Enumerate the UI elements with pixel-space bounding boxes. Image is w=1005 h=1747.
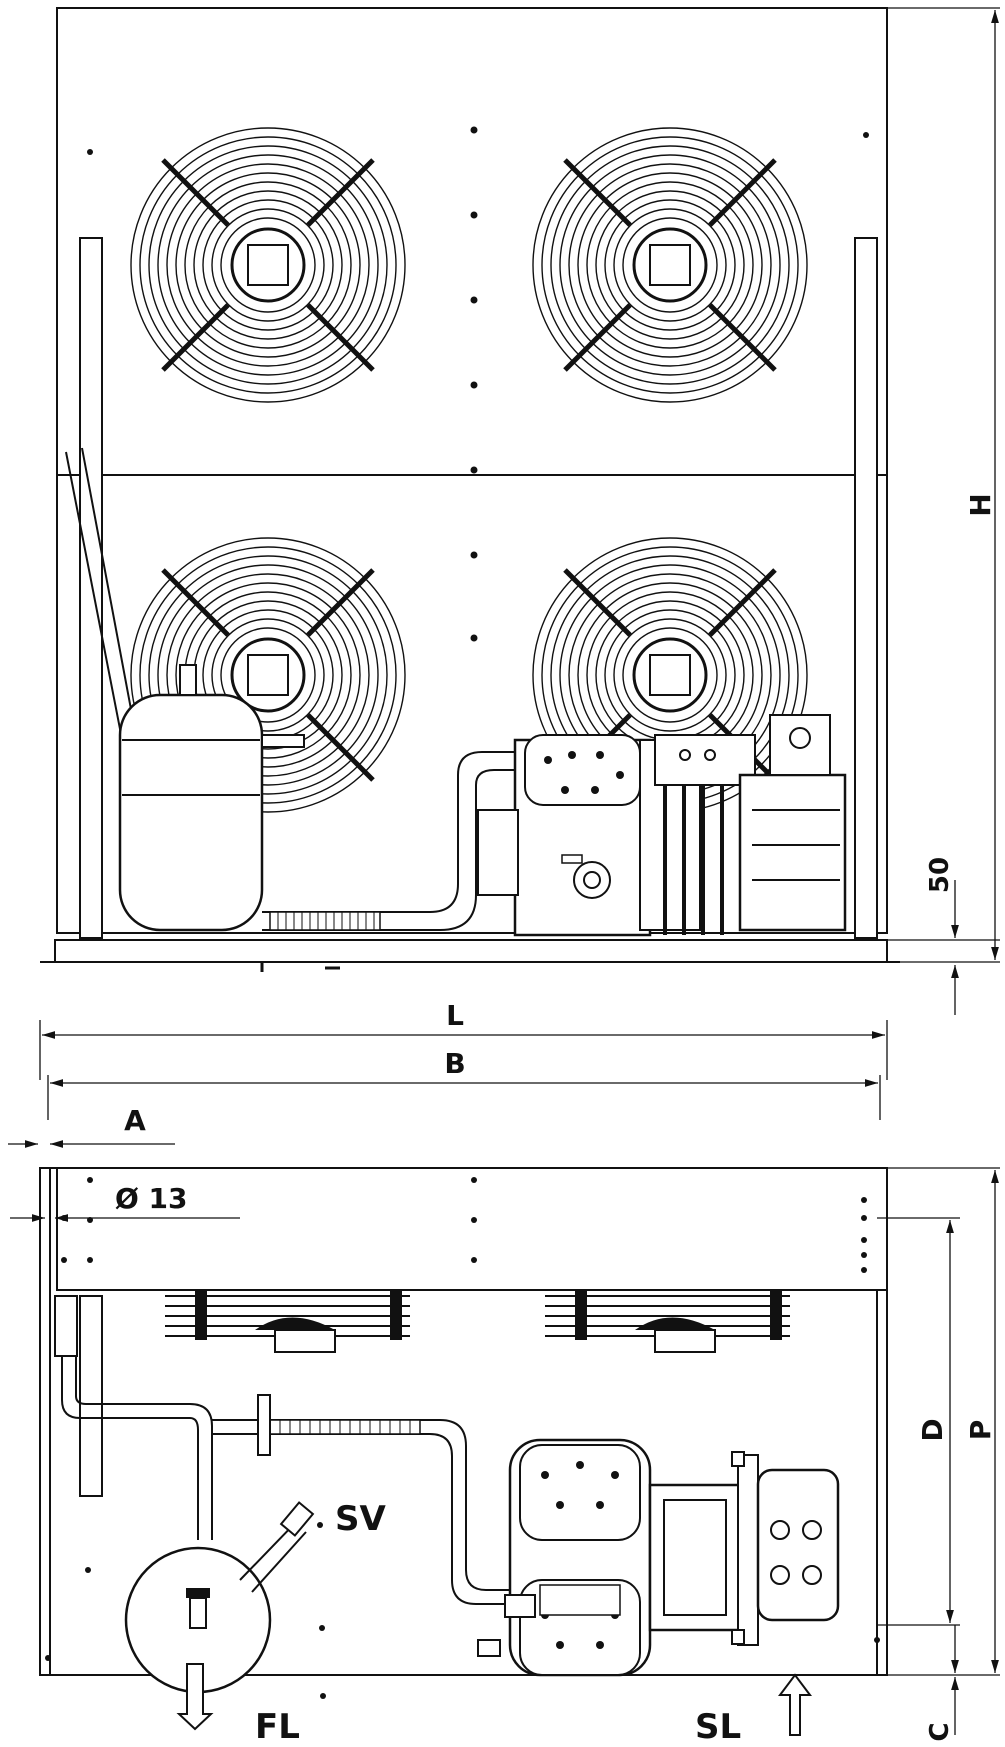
fan-top-view-left xyxy=(165,1290,410,1353)
sl-arrow-icon xyxy=(778,1673,812,1736)
label-sv: SV xyxy=(335,1499,386,1539)
label-l: L xyxy=(446,999,464,1032)
right-post xyxy=(854,237,878,939)
label-fl: FL xyxy=(255,1707,300,1747)
dimension-hole: Ø 13 xyxy=(10,1182,240,1222)
fan-top-left xyxy=(130,127,406,403)
label-a: A xyxy=(124,1104,146,1137)
dimension-d: D xyxy=(877,1217,960,1626)
compressor-top xyxy=(477,1438,840,1677)
top-piping xyxy=(61,1356,510,1605)
dimension-a: A xyxy=(8,1104,175,1148)
label-hole: Ø 13 xyxy=(115,1182,188,1215)
compressor-front xyxy=(477,714,847,937)
dimension-p: P xyxy=(887,1167,1000,1676)
suction-pipe-front xyxy=(262,751,515,931)
dimension-50: 50 xyxy=(887,857,1000,1015)
front-view xyxy=(40,7,900,972)
center-holes xyxy=(87,126,869,642)
pipe-clamp xyxy=(257,1394,271,1456)
dimension-l: L xyxy=(39,999,888,1080)
label-h: H xyxy=(964,493,997,516)
flex-hose-top xyxy=(269,1419,421,1435)
label-c: C xyxy=(925,1722,955,1741)
top-misc-holes xyxy=(45,1522,880,1699)
fl-arrow-icon xyxy=(176,1663,214,1731)
flex-hose-front xyxy=(269,911,381,931)
top-left-rail xyxy=(79,1295,103,1497)
dimension-c: C xyxy=(925,1625,959,1742)
fan-top-view-right xyxy=(545,1290,790,1353)
dimension-h: H xyxy=(887,7,1000,963)
panel-holes xyxy=(61,1177,867,1273)
label-d: D xyxy=(916,1418,949,1441)
label-sl: SL xyxy=(695,1707,741,1747)
top-view: L B A Ø 13 xyxy=(8,999,1000,1747)
left-post xyxy=(79,237,103,939)
label-b: B xyxy=(444,1047,465,1080)
label-50: 50 xyxy=(925,857,955,893)
receiver-tank-front xyxy=(118,664,305,932)
receiver-tank-top xyxy=(124,1501,315,1694)
label-p: P xyxy=(964,1420,997,1441)
fan-top-right xyxy=(532,127,808,403)
front-base-rail xyxy=(54,939,888,963)
front-feet xyxy=(260,962,340,972)
condenser-panel xyxy=(56,1167,888,1291)
dimension-b: B xyxy=(47,1047,881,1120)
